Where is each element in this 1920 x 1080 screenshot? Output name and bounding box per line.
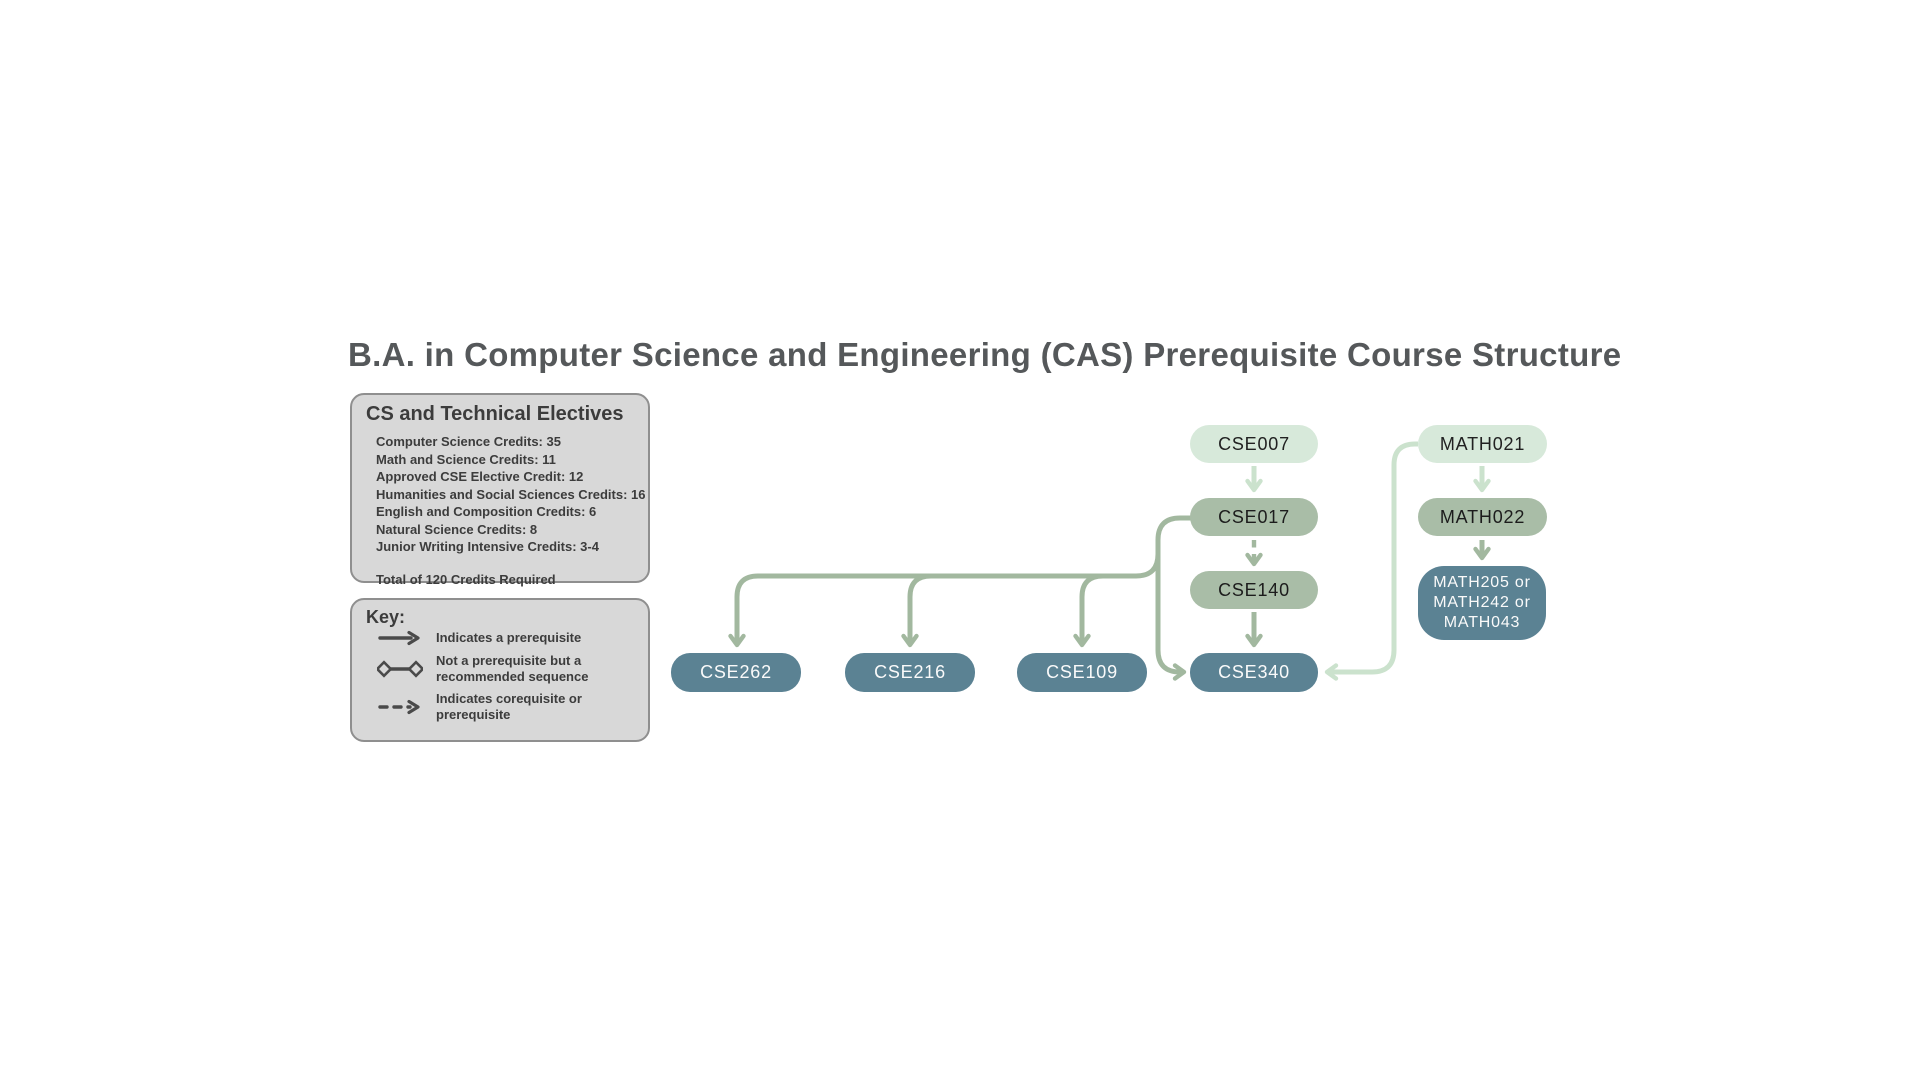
course-node-cse340: CSE340 <box>1190 653 1318 692</box>
course-node-cse007: CSE007 <box>1190 425 1318 463</box>
solid-arrow-icon <box>374 630 426 646</box>
electives-line: Approved CSE Elective Credit: 12 <box>376 469 584 484</box>
electives-line: Junior Writing Intensive Credits: 3-4 <box>376 539 599 554</box>
edge-cse017-cse340 <box>1155 515 1192 681</box>
course-node-math022: MATH022 <box>1418 498 1547 536</box>
edge-math021-cse340 <box>1324 441 1418 681</box>
electives-line: Humanities and Social Sciences Credits: … <box>376 486 646 502</box>
key-row-prerequisite: Indicates a prerequisite <box>366 630 634 646</box>
key-row-corequisite: Indicates corequisite or prerequisite <box>366 691 634 722</box>
key-label: Indicates a prerequisite <box>436 630 582 646</box>
key-panel: Key: Indicates a prerequisite Not a prer… <box>350 598 650 742</box>
diamond-connector-icon <box>374 659 426 678</box>
electives-line: Natural Science Credits: 8 <box>376 521 538 537</box>
key-label: Not a prerequisite but a recommended seq… <box>436 653 589 684</box>
course-node-cse140: CSE140 <box>1190 571 1318 609</box>
electives-total: Total of 120 Credits Required <box>376 571 556 587</box>
edge-cse017-cse109 <box>1073 573 1104 648</box>
key-label: Indicates corequisite or prerequisite <box>436 691 582 722</box>
electives-line: English and Composition Credits: 6 <box>376 504 597 519</box>
course-node-cse017: CSE017 <box>1190 498 1318 536</box>
key-row-recommended: Not a prerequisite but a recommended seq… <box>366 653 634 684</box>
course-node-cse216: CSE216 <box>845 653 975 692</box>
key-panel-heading: Key: <box>366 607 406 627</box>
electives-panel: CS and Technical Electives Computer Scie… <box>350 393 650 587</box>
dashed-arrow-icon <box>374 699 426 715</box>
electives-panel-heading: CS and Technical Electives <box>366 403 624 425</box>
edge-cse017-cse216 <box>901 573 932 648</box>
page-title: B.A. in Computer Science and Engineering… <box>348 336 1622 373</box>
course-node-cse109: CSE109 <box>1017 653 1147 692</box>
course-node-cse262: CSE262 <box>671 653 801 692</box>
electives-line: Math and Science Credits: 11 <box>376 451 556 467</box>
electives-line: Computer Science Credits: 35 <box>376 434 561 449</box>
edge-cse017-cse262 <box>728 553 1161 648</box>
course-node-math021: MATH021 <box>1418 425 1547 463</box>
course-node-math205-242-043: MATH205 or MATH242 or MATH043 <box>1418 566 1546 640</box>
